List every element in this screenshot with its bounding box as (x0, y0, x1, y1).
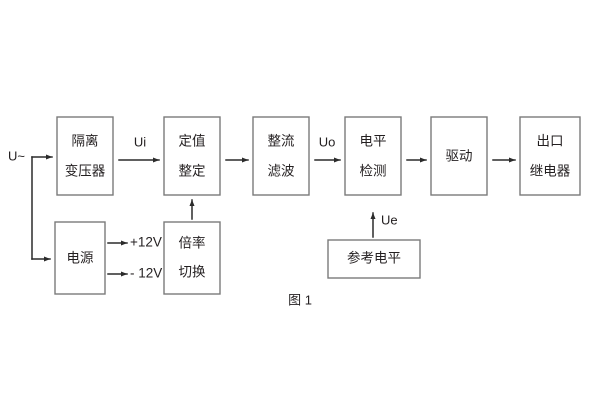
ue-signal-label: Ue (381, 212, 398, 227)
block-multiplier-switch: 倍率 切换 (163, 221, 221, 295)
rectify-filter-label-line2: 滤波 (268, 164, 295, 179)
block-isolation-transformer: 隔离 变压器 (56, 116, 114, 196)
isolation-transformer-label-line2: 变压器 (65, 164, 106, 179)
isolation-transformer-label-line1: 隔离 (72, 133, 99, 149)
block-power-supply: 电源 (54, 221, 106, 295)
power-supply-box (54, 221, 106, 295)
block-rectify-filter: 整流 滤波 (252, 116, 310, 196)
multiplier-switch-label-line2: 切换 (179, 265, 206, 280)
rectify-filter-label-line1: 整流 (268, 134, 295, 149)
block-output-relay: 出口 继电器 (519, 116, 581, 196)
level-detect-label-line2: 检测 (360, 164, 387, 179)
level-detect-box (344, 116, 402, 196)
multiplier-switch-box (163, 221, 221, 295)
block-reference-level: 参考电平 (327, 239, 421, 279)
rail-negative-label: - 12V (130, 266, 162, 281)
setting-value-box (163, 116, 221, 196)
output-relay-label-line2: 继电器 (530, 164, 571, 179)
reference-level-label: 参考电平 (347, 250, 401, 266)
block-drive: 驱动 (430, 116, 488, 196)
setting-value-label-line1: 定值 (179, 134, 206, 149)
figure-caption: 图 1 (288, 292, 312, 307)
input-signal-label: U~ (8, 148, 25, 163)
uo-signal-label: Uo (319, 134, 336, 149)
block-setting-value: 定值 整定 (163, 116, 221, 196)
rectify-filter-box (252, 116, 310, 196)
power-supply-label: 电源 (67, 251, 94, 266)
reference-level-box (327, 239, 421, 279)
block-level-detect: 电平 检测 (344, 116, 402, 196)
ui-signal-label: Ui (134, 134, 146, 149)
setting-value-label-line2: 整定 (179, 164, 206, 179)
isolation-transformer-box (56, 116, 114, 196)
multiplier-switch-label-line1: 倍率 (179, 235, 206, 251)
rail-positive-label: +12V (130, 235, 162, 250)
output-relay-label-line1: 出口 (537, 134, 564, 149)
output-relay-box (519, 116, 581, 196)
drive-label: 驱动 (446, 149, 473, 164)
level-detect-label-line1: 电平 (360, 134, 387, 149)
drive-box (430, 116, 488, 196)
